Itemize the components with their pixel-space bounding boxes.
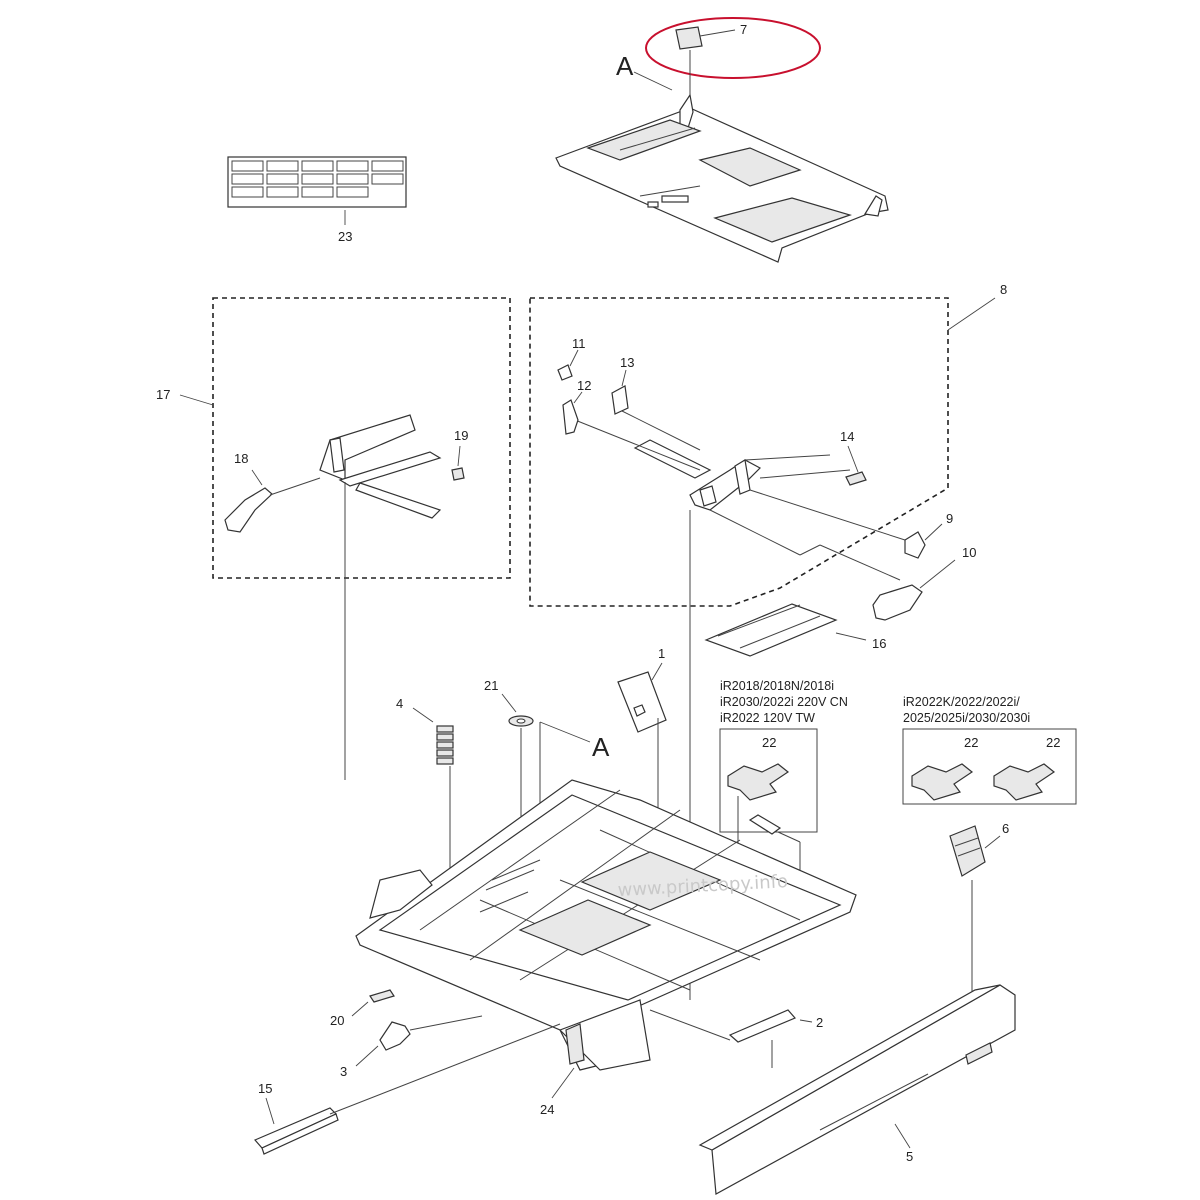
part-12-latch <box>562 391 583 435</box>
note-left-1: iR2018/2018N/2018i <box>720 679 834 693</box>
label-6: 6 <box>1002 821 1009 836</box>
part-23-label-grid <box>227 156 407 225</box>
model-group-right <box>902 728 1077 805</box>
label-12: 12 <box>577 378 591 393</box>
highlight-ellipse <box>645 17 821 79</box>
label-22a: 22 <box>762 735 776 750</box>
note-left-3: iR2022 120V TW <box>720 711 815 725</box>
label-22b: 22 <box>964 735 978 750</box>
label-1: 1 <box>658 646 665 661</box>
part-8-guide-plate <box>574 409 906 1000</box>
part-13-bracket <box>611 369 629 415</box>
label-9: 9 <box>946 511 953 526</box>
part-10-lever <box>872 559 956 621</box>
label-16: 16 <box>872 636 886 651</box>
part-16-sheet <box>704 603 867 657</box>
model-notes-left: iR2018/2018N/2018i iR2030/2022i 220V CN … <box>720 679 848 725</box>
model-notes-right: iR2022K/2022/2022i/ 2025/2025i/2030/2030… <box>903 695 1030 725</box>
part-20-spring <box>351 989 395 1017</box>
assembly-17-box <box>212 297 511 579</box>
part-2-rail <box>649 1009 813 1068</box>
label-a-top: A <box>616 51 634 81</box>
part-15-strip <box>254 1023 561 1155</box>
label-13: 13 <box>620 355 634 370</box>
part-19-pad <box>451 445 465 481</box>
assembly-8-box <box>529 297 949 607</box>
note-left-2: iR2030/2022i 220V CN <box>720 695 848 709</box>
label-23: 23 <box>338 229 352 244</box>
note-right-1: iR2022K/2022/2022i/ <box>903 695 1020 709</box>
part-11-clip <box>557 349 579 381</box>
label-21: 21 <box>484 678 498 693</box>
part-18-lever <box>224 469 321 533</box>
part-9-roller <box>904 523 943 559</box>
label-20: 20 <box>330 1013 344 1028</box>
callout-labels: 7 A 23 8 17 11 13 12 19 14 18 9 10 16 1 … <box>156 22 1060 1164</box>
label-22c: 22 <box>1046 735 1060 750</box>
label-8: 8 <box>1000 282 1007 297</box>
part-3-cam <box>355 1015 483 1067</box>
part-6-pad <box>949 825 1001 1000</box>
label-3: 3 <box>340 1064 347 1079</box>
part-24-cassette-tray <box>355 779 857 1099</box>
label-24: 24 <box>540 1102 554 1117</box>
label-15: 15 <box>258 1081 272 1096</box>
label-2: 2 <box>816 1015 823 1030</box>
label-7: 7 <box>740 22 747 37</box>
part-14-sheet <box>845 445 867 486</box>
label-17: 17 <box>156 387 170 402</box>
label-a-bottom: A <box>592 732 610 762</box>
label-5: 5 <box>906 1149 913 1164</box>
label-14: 14 <box>840 429 854 444</box>
label-10: 10 <box>962 545 976 560</box>
label-11: 11 <box>572 336 586 351</box>
part-17-side-guide <box>179 394 442 780</box>
label-4: 4 <box>396 696 403 711</box>
label-18: 18 <box>234 451 248 466</box>
label-19: 19 <box>454 428 468 443</box>
part-5-front-cover <box>698 984 1016 1195</box>
part-a-cover-plate <box>555 71 889 263</box>
note-right-2: 2025/2025i/2030/2030i <box>903 711 1030 725</box>
